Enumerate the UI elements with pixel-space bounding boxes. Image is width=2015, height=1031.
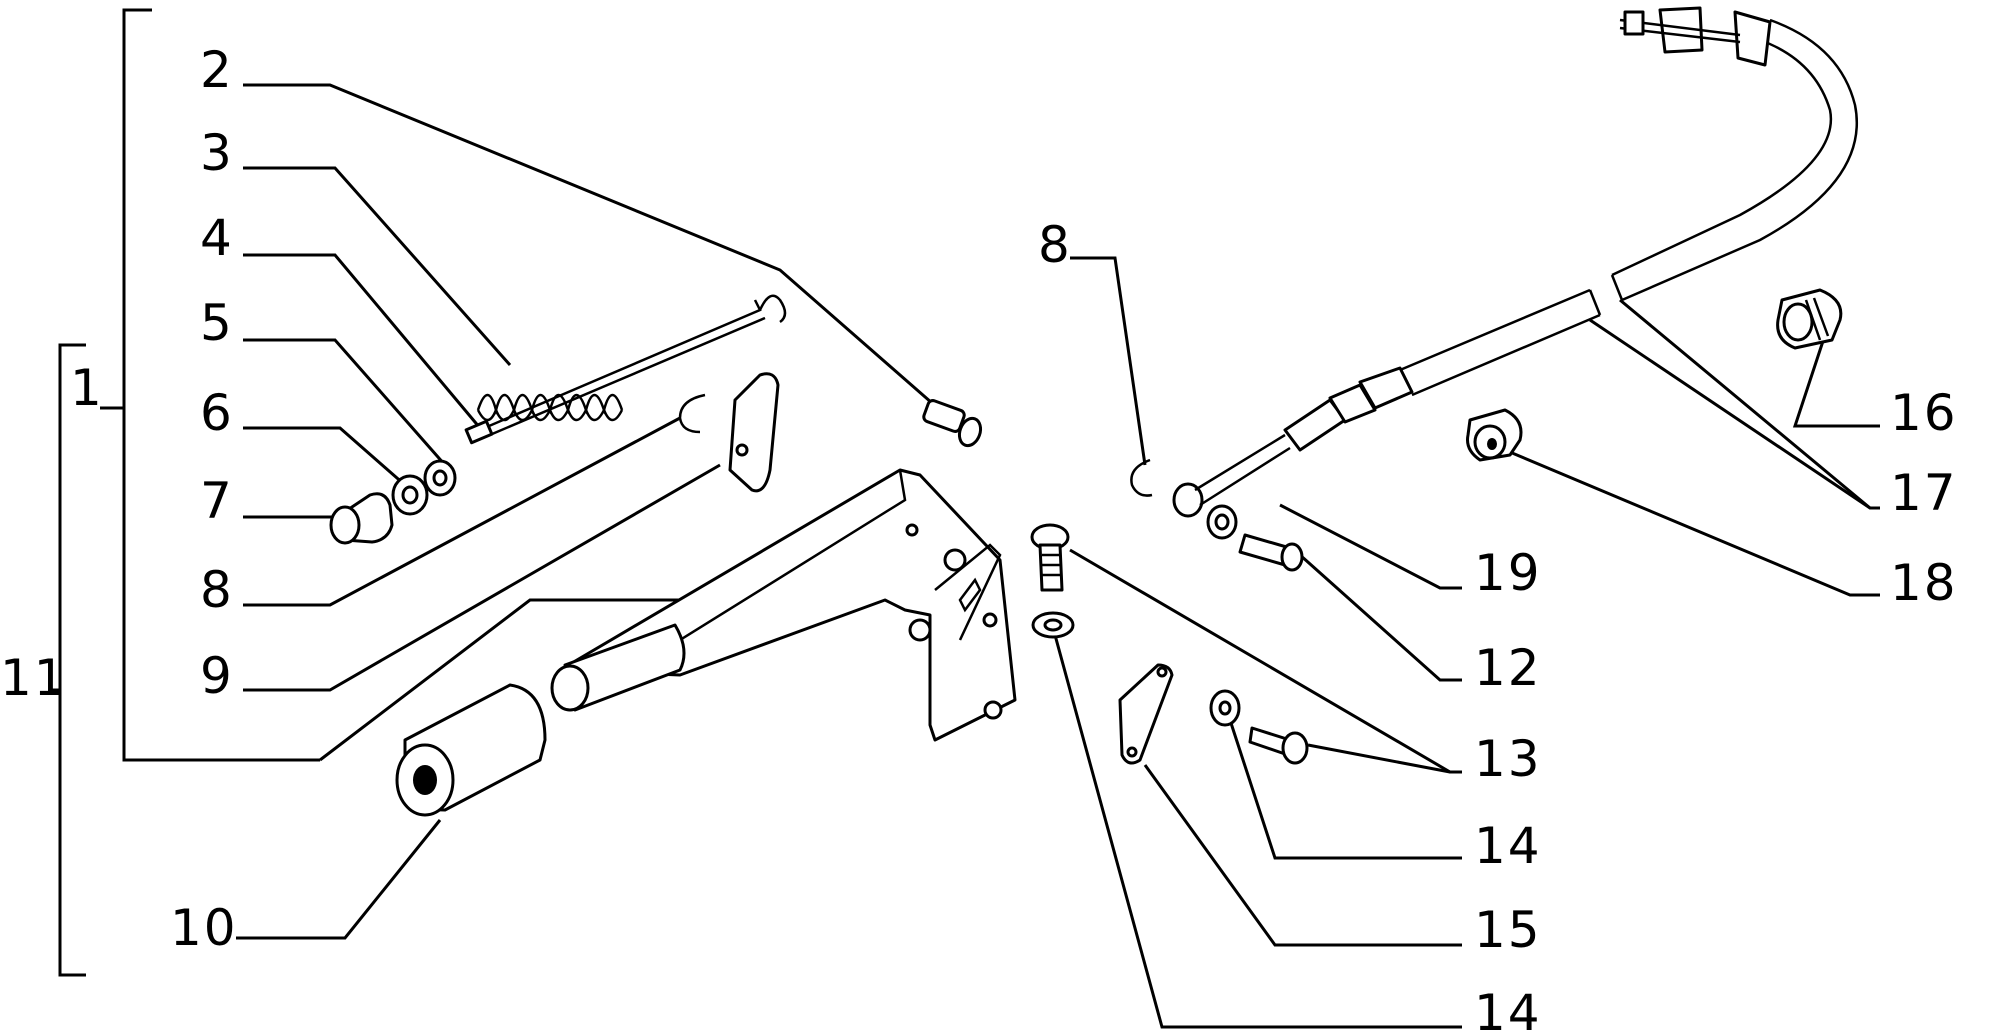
callout-10: 10 (170, 899, 238, 957)
part-18-grommet (1466, 408, 1523, 462)
part-15-clip (1118, 663, 1174, 765)
part-14-washer (1031, 611, 1075, 639)
callout-8-right: 8 (1038, 216, 1072, 274)
part-8-clip-right (1130, 458, 1153, 497)
callout-12: 12 (1474, 639, 1542, 697)
part-16-grommet (1776, 288, 1843, 350)
callout-3: 3 (200, 124, 234, 182)
leader-8-right (1070, 256, 1147, 466)
part-13-bolt-lower (1248, 726, 1309, 765)
callout-17: 17 (1890, 464, 1958, 522)
part-8-clip-left (678, 393, 706, 434)
callout-2: 2 (200, 41, 234, 99)
part-9-pawl (728, 372, 780, 493)
leader-17 (1619, 298, 1880, 510)
part-19-washer (1206, 504, 1238, 540)
part-13-bolt (1030, 523, 1070, 592)
leader-18 (1504, 448, 1880, 597)
part-6-washer (391, 474, 429, 516)
callout-13: 13 (1474, 730, 1542, 788)
callout-14-top: 14 (1474, 817, 1542, 875)
part-12-pin (1238, 533, 1304, 572)
brake-cable (1172, 6, 1858, 518)
part-2-bolt (922, 399, 983, 448)
part-10-sleeve (395, 683, 547, 817)
leader-6 (243, 426, 406, 487)
leader-9 (243, 463, 721, 692)
callout-16: 16 (1890, 384, 1958, 442)
leader-17b (1589, 318, 1871, 510)
part-14-washer-lower (1209, 689, 1241, 727)
leader-13b (1307, 743, 1451, 774)
callout-4: 4 (200, 209, 234, 267)
callout-6: 6 (200, 384, 234, 442)
bracket-group-11 (58, 343, 86, 977)
leader-14-top (1228, 719, 1462, 860)
leader-16 (1792, 334, 1880, 428)
callout-11: 11 (0, 649, 68, 707)
leader-1-to-lever (319, 598, 680, 762)
leader-14-bottom (1053, 634, 1462, 1029)
leader-12 (1299, 553, 1462, 682)
callout-1: 1 (70, 359, 104, 417)
part-7-knob (329, 492, 394, 545)
leader-8-left (243, 416, 681, 607)
part-5-washer (423, 459, 457, 497)
leader-10 (236, 819, 442, 940)
leader-2 (243, 83, 941, 412)
callout-9: 9 (200, 647, 234, 705)
callout-19: 19 (1474, 544, 1542, 602)
callout-15: 15 (1474, 901, 1542, 959)
leader-4 (243, 253, 482, 429)
leader-5 (243, 338, 447, 466)
callout-18: 18 (1890, 554, 1958, 612)
leader-3 (243, 166, 512, 366)
callout-8-left: 8 (200, 561, 234, 619)
lever-grip-tube (550, 623, 686, 712)
leader-19 (1279, 503, 1462, 590)
handbrake-lever (558, 468, 1017, 742)
part-4-rod (464, 294, 787, 445)
bracket-group-1 (122, 8, 320, 762)
callout-14-bottom: 14 (1474, 984, 1542, 1031)
callout-7: 7 (200, 472, 234, 530)
leader-15 (1143, 764, 1462, 947)
callout-5: 5 (200, 294, 234, 352)
